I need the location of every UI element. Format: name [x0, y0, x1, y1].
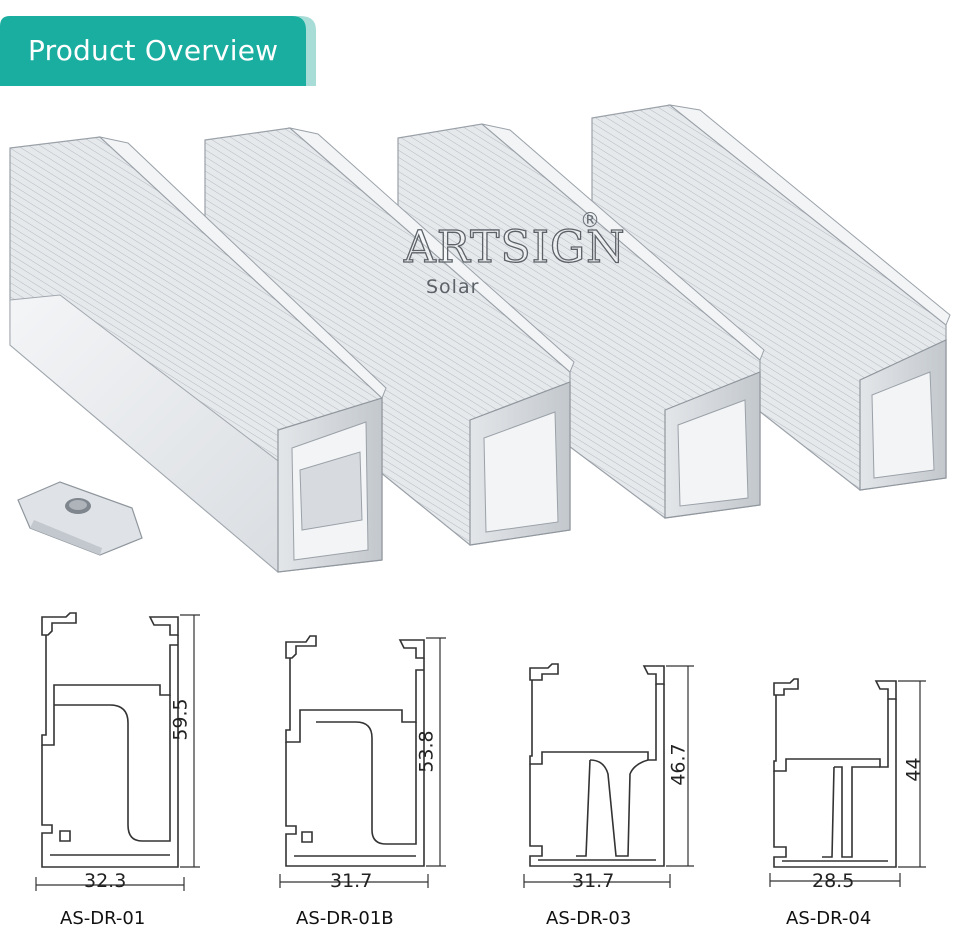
profile-drawing-1	[35, 612, 200, 891]
dim-width-as-dr-04: 28.5	[812, 870, 855, 892]
model-label-as-dr-04: AS-DR-04	[786, 908, 872, 929]
profile-as-dr-03	[520, 660, 700, 895]
dim-width-as-dr-01: 32.3	[84, 870, 127, 892]
profile-as-dr-01	[30, 605, 210, 895]
dim-width-as-dr-03: 31.7	[572, 870, 615, 892]
model-label-as-dr-01: AS-DR-01	[60, 908, 146, 929]
dim-height-as-dr-03: 46.7	[667, 743, 690, 786]
dim-width-as-dr-01b: 31.7	[330, 870, 373, 892]
profile-as-dr-04	[766, 675, 946, 895]
model-label-as-dr-01b: AS-DR-01B	[296, 908, 394, 929]
rails-illustration	[9, 104, 951, 573]
rail-2	[204, 127, 575, 546]
dim-height-as-dr-01b: 53.8	[415, 730, 438, 773]
page-title: Product Overview	[28, 34, 279, 67]
profile-drawing-3	[523, 663, 694, 888]
slot-nut	[17, 481, 143, 556]
profile-drawing-4	[769, 678, 926, 887]
watermark-brand: ARTSIGN	[403, 221, 626, 273]
profile-drawing-2	[279, 635, 446, 888]
profile-as-dr-01b	[276, 630, 456, 895]
dim-height-as-dr-04: 44	[902, 757, 925, 782]
rail-3	[397, 123, 765, 519]
dim-height-as-dr-01: 59.5	[169, 698, 192, 741]
header-tab: Product Overview	[0, 16, 318, 86]
brand-watermark: ARTSIGN ® Solar	[403, 208, 625, 308]
watermark-sub: Solar	[426, 276, 480, 298]
rail-1	[9, 136, 387, 573]
header-tab-shape	[0, 16, 316, 86]
watermark-registered-mark: ®	[580, 208, 600, 232]
model-label-as-dr-03: AS-DR-03	[546, 908, 632, 929]
